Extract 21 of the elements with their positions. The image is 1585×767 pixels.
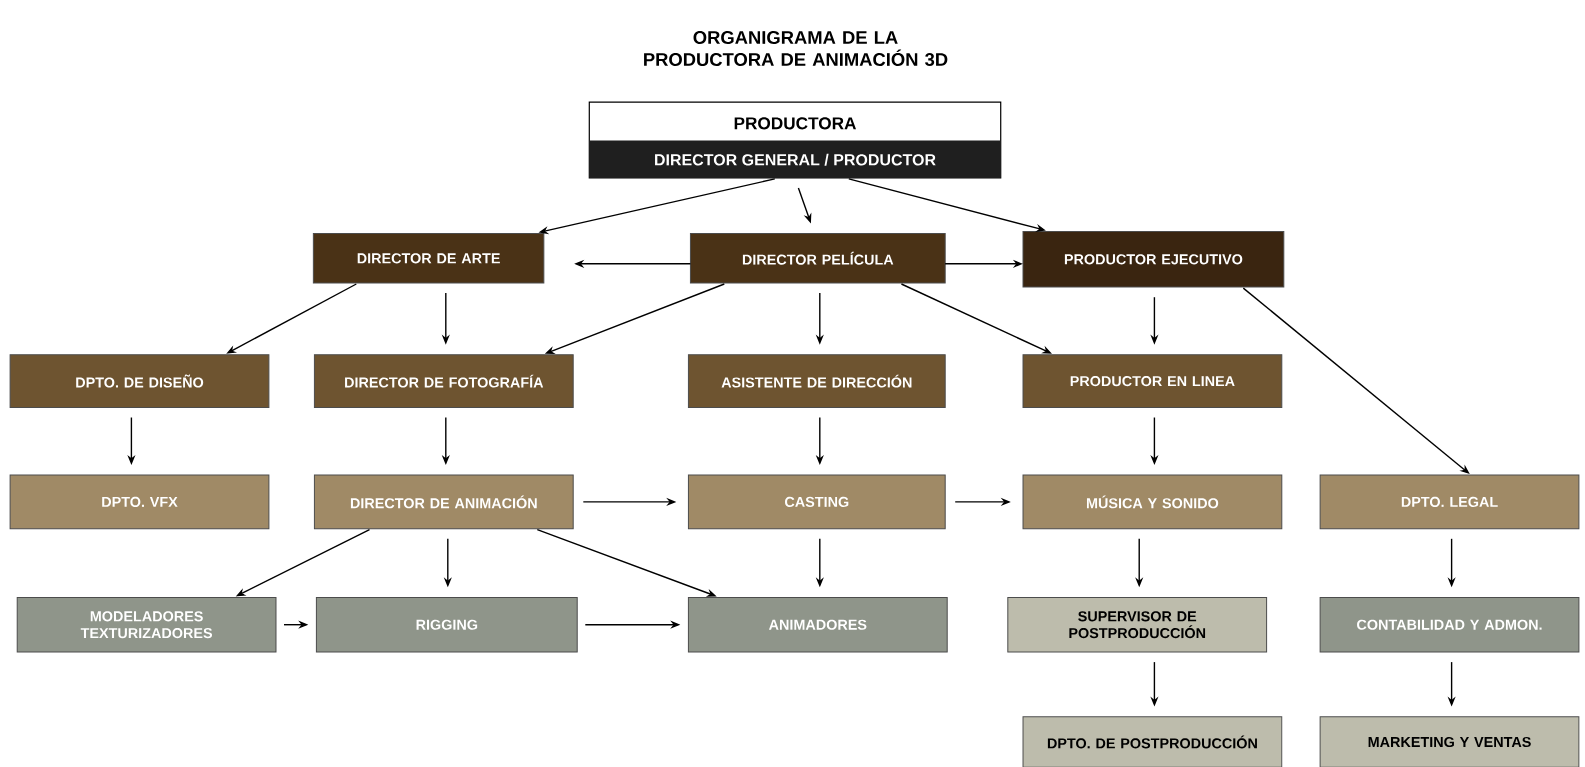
org-box: DIRECTOR DE ANIMACIÓN	[313, 474, 574, 530]
org-box: DIRECTOR DE ARTE	[312, 233, 545, 284]
org-box: ANIMADORES	[687, 596, 948, 653]
org-box: DPTO. DE POSTPRODUCCIÓN	[1022, 716, 1283, 767]
org-box: DIRECTOR PELÍCULA	[689, 233, 946, 284]
org-box: CONTABILIDAD Y ADMON.	[1319, 596, 1580, 653]
org-box: PRODUCTOR EN LINEA	[1022, 354, 1283, 408]
org-box: SUPERVISOR DE POSTPRODUCCIÓN	[1007, 596, 1268, 653]
title: ORGANIGRAMA DE LA PRODUCTORA DE ANIMACIÓN 3D	[644, 30, 948, 67]
org-box: MODELADORES TEXTURIZADORES	[16, 596, 277, 653]
org-box: MARKETING Y VENTAS	[1319, 716, 1580, 767]
org-box: DPTO. LEGAL	[1319, 474, 1580, 530]
org-box: RIGGING	[315, 596, 578, 653]
org-box: DPTO. VFX	[9, 474, 270, 530]
org-box: PRODUCTORA DIRECTOR GENERAL / PRODUCTOR	[588, 101, 1002, 179]
org-box: PRODUCTOR EJECUTIVO	[1022, 231, 1285, 288]
org-box: DIRECTOR DE FOTOGRAFÍA	[313, 354, 574, 408]
org-box: MÚSICA Y SONIDO	[1022, 474, 1283, 530]
org-box: ASISTENTE DE DIRECCIÓN	[687, 354, 946, 408]
org-box: CASTING	[687, 474, 946, 530]
org-box: DPTO. DE DISEÑO	[9, 354, 270, 408]
